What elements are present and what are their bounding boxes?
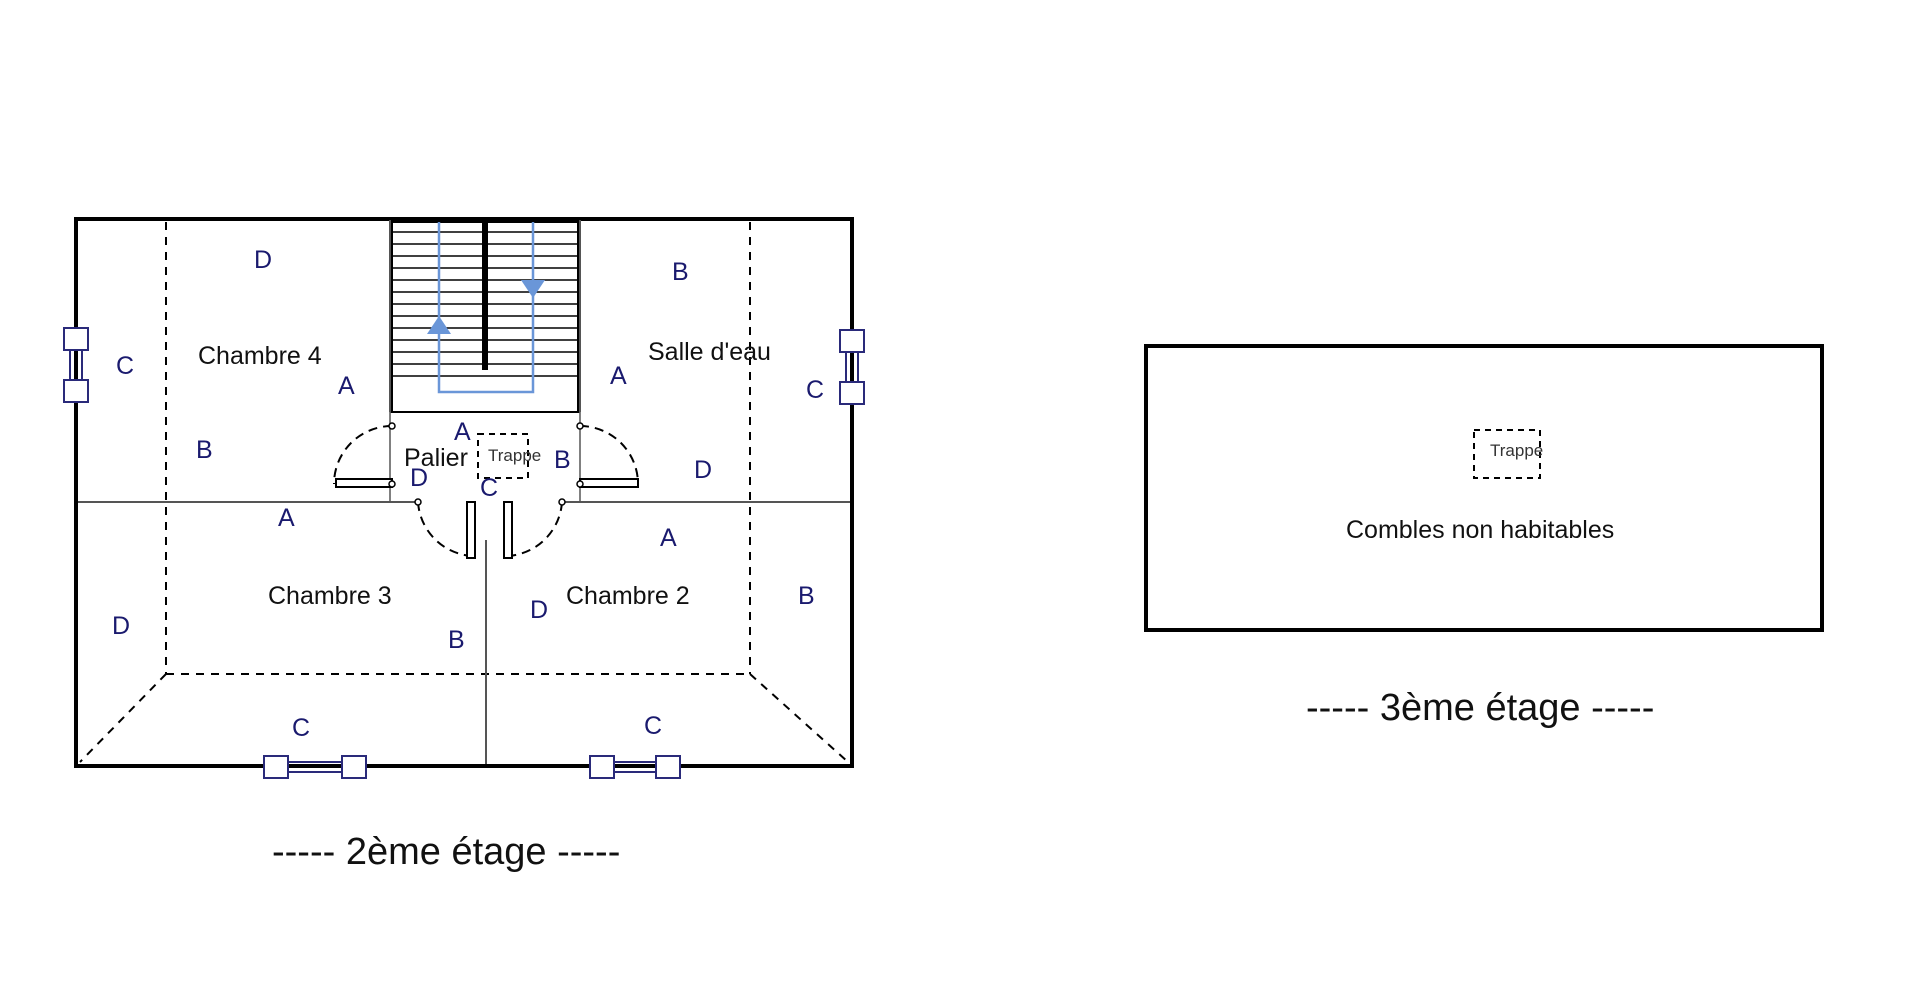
wall-letter: D xyxy=(410,464,428,492)
floor2-slope-lines xyxy=(80,222,848,762)
wall-letter: B xyxy=(448,626,465,654)
wall-letter: D xyxy=(694,456,712,484)
wall-letter: A xyxy=(454,418,471,446)
wall-letter: A xyxy=(610,362,627,390)
room-label-chambre2: Chambre 2 xyxy=(566,582,690,610)
wall-letter: A xyxy=(660,524,677,552)
wall-letter: C xyxy=(480,474,498,502)
floor2-interior-walls xyxy=(78,220,850,764)
wall-letter: D xyxy=(112,612,130,640)
floor2-windows xyxy=(64,328,864,778)
wall-letter: B xyxy=(798,582,815,610)
wall-letter: D xyxy=(530,596,548,624)
floor3-trappe xyxy=(1474,430,1540,478)
floor3-plan: Trappe Combles non habitables ----- 3ème… xyxy=(1146,346,1822,729)
palier-doors xyxy=(334,426,638,556)
wall-letter: A xyxy=(338,372,355,400)
wall-letter: B xyxy=(554,446,571,474)
floor2-outer-wall xyxy=(76,219,852,766)
stair-down-arrow-head xyxy=(521,280,545,298)
wall-letter: A xyxy=(278,504,295,532)
stair-up-arrow xyxy=(439,222,533,392)
floor2-trappe xyxy=(478,434,528,478)
wall-letter: C xyxy=(116,352,134,380)
floor3-outer-wall xyxy=(1146,346,1822,630)
room-label-chambre4: Chambre 4 xyxy=(198,342,322,370)
floor3-caption: ----- 3ème étage ----- xyxy=(1306,687,1654,729)
trappe-label-floor3: Trappe xyxy=(1490,441,1543,460)
staircase xyxy=(392,222,578,412)
room-label-chambre3: Chambre 3 xyxy=(268,582,392,610)
palier-door-hinges xyxy=(389,423,583,505)
floor2-caption: ----- 2ème étage ----- xyxy=(272,831,620,873)
wall-letter: C xyxy=(806,376,824,404)
trappe-label-floor2: Trappe xyxy=(488,446,541,465)
wall-letter: C xyxy=(292,714,310,742)
stair-up-arrow-head xyxy=(427,316,451,334)
room-label-combles: Combles non habitables xyxy=(1346,516,1614,544)
room-label-palier: Palier xyxy=(404,444,468,472)
wall-letter: D xyxy=(254,246,272,274)
wall-letter: B xyxy=(196,436,213,464)
wall-letter: B xyxy=(672,258,689,286)
room-label-salle-eau: Salle d'eau xyxy=(648,338,771,366)
wall-letter: C xyxy=(644,712,662,740)
floor2-plan: Chambre 4 Salle d'eau Palier Chambre 3 C… xyxy=(64,219,864,873)
